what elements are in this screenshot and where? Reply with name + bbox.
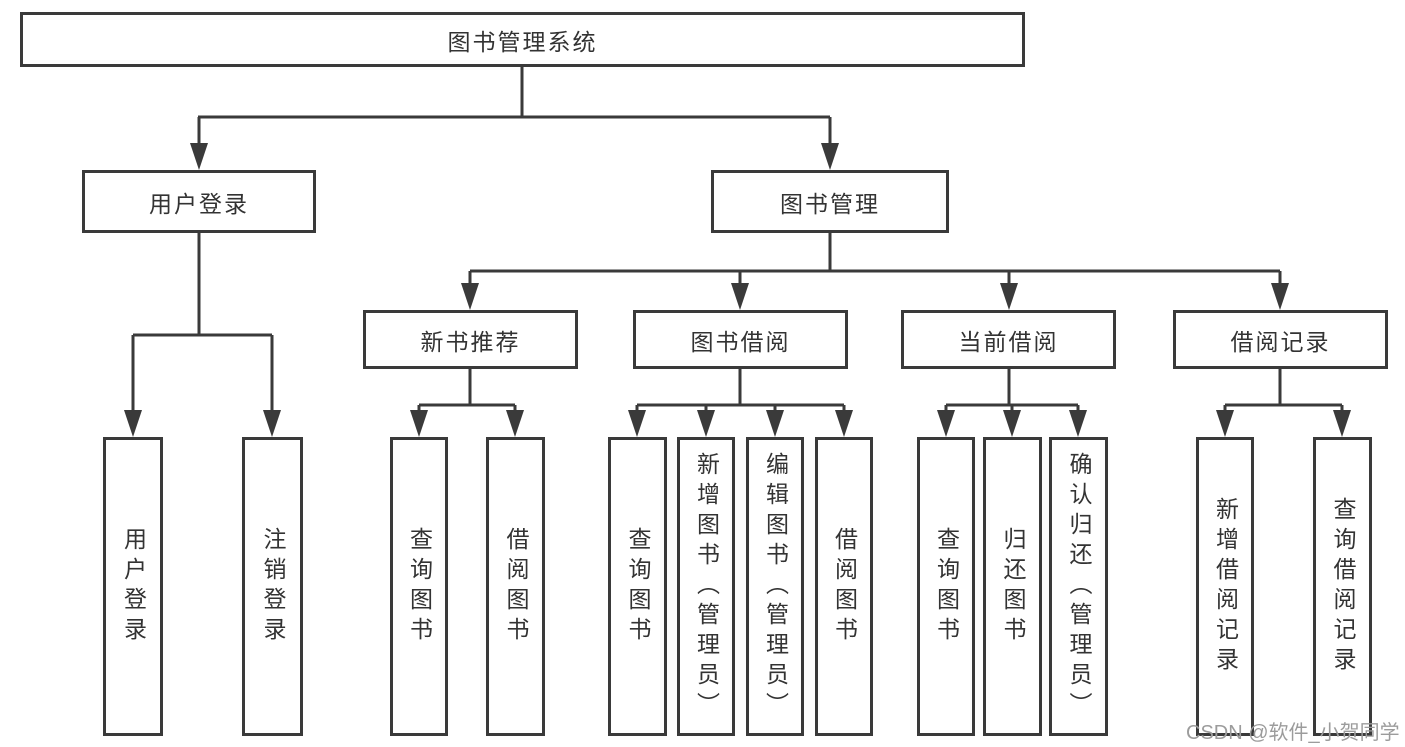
node-book-borrowing: 图书借阅 (633, 310, 848, 369)
leaf-query-books-borrow-label: 查询图书 (625, 526, 651, 647)
leaf-borrow-books-label: 借阅图书 (831, 526, 858, 647)
leaf-return-books-label: 归还图书 (1000, 526, 1026, 647)
leaf-borrow-books-recommend-label: 借阅图书 (503, 526, 529, 647)
leaf-edit-books-admin-label: 编辑图书（管理员） (762, 451, 789, 722)
leaf-query-books-recommend: 查询图书 (390, 437, 448, 736)
leaf-return-books: 归还图书 (983, 437, 1042, 736)
leaf-query-books-recommend-label: 查询图书 (406, 526, 433, 647)
leaf-add-borrow-record: 新增借阅记录 (1196, 437, 1254, 736)
leaf-borrow-books: 借阅图书 (815, 437, 873, 736)
node-root: 图书管理系统 (20, 12, 1025, 67)
leaf-add-borrow-record-label: 新增借阅记录 (1212, 496, 1239, 677)
leaf-query-borrow-record: 查询借阅记录 (1313, 437, 1372, 736)
node-new-book-recommend-label: 新书推荐 (420, 328, 521, 355)
leaf-borrow-books-recommend: 借阅图书 (486, 437, 545, 736)
leaf-add-books-admin: 新增图书（管理员） (677, 437, 735, 736)
node-borrowing-records: 借阅记录 (1173, 310, 1388, 369)
node-book-management: 图书管理 (711, 170, 949, 233)
leaf-user-login: 用户登录 (103, 437, 163, 736)
leaf-confirm-return-admin-label: 确认归还（管理员） (1066, 451, 1092, 722)
node-borrowing-records-label: 借阅记录 (1230, 328, 1331, 355)
leaf-query-books-current-label: 查询图书 (933, 526, 960, 647)
leaf-logout-label: 注销登录 (260, 526, 286, 647)
node-book-borrowing-label: 图书借阅 (690, 328, 791, 355)
arrowheads (124, 143, 1351, 437)
leaf-query-books-current: 查询图书 (917, 437, 975, 736)
node-current-borrowing: 当前借阅 (901, 310, 1116, 369)
leaf-query-books-borrow: 查询图书 (608, 437, 667, 736)
leaf-user-login-label: 用户登录 (120, 526, 147, 647)
csdn-watermark: CSDN @软件_小贺同学 (1186, 722, 1400, 744)
tree-edges (131, 67, 1344, 413)
leaf-logout: 注销登录 (242, 437, 303, 736)
node-new-book-recommend: 新书推荐 (363, 310, 578, 369)
node-user-login-label: 用户登录 (149, 190, 249, 217)
node-book-management-label: 图书管理 (780, 190, 880, 217)
node-current-borrowing-label: 当前借阅 (958, 328, 1059, 355)
leaf-edit-books-admin: 编辑图书（管理员） (746, 437, 804, 736)
node-user-login: 用户登录 (82, 170, 316, 233)
node-root-label: 图书管理系统 (447, 28, 598, 55)
leaf-add-books-admin-label: 新增图书（管理员） (693, 451, 720, 722)
leaf-confirm-return-admin: 确认归还（管理员） (1049, 437, 1108, 736)
leaf-query-borrow-record-label: 查询借阅记录 (1330, 496, 1356, 677)
